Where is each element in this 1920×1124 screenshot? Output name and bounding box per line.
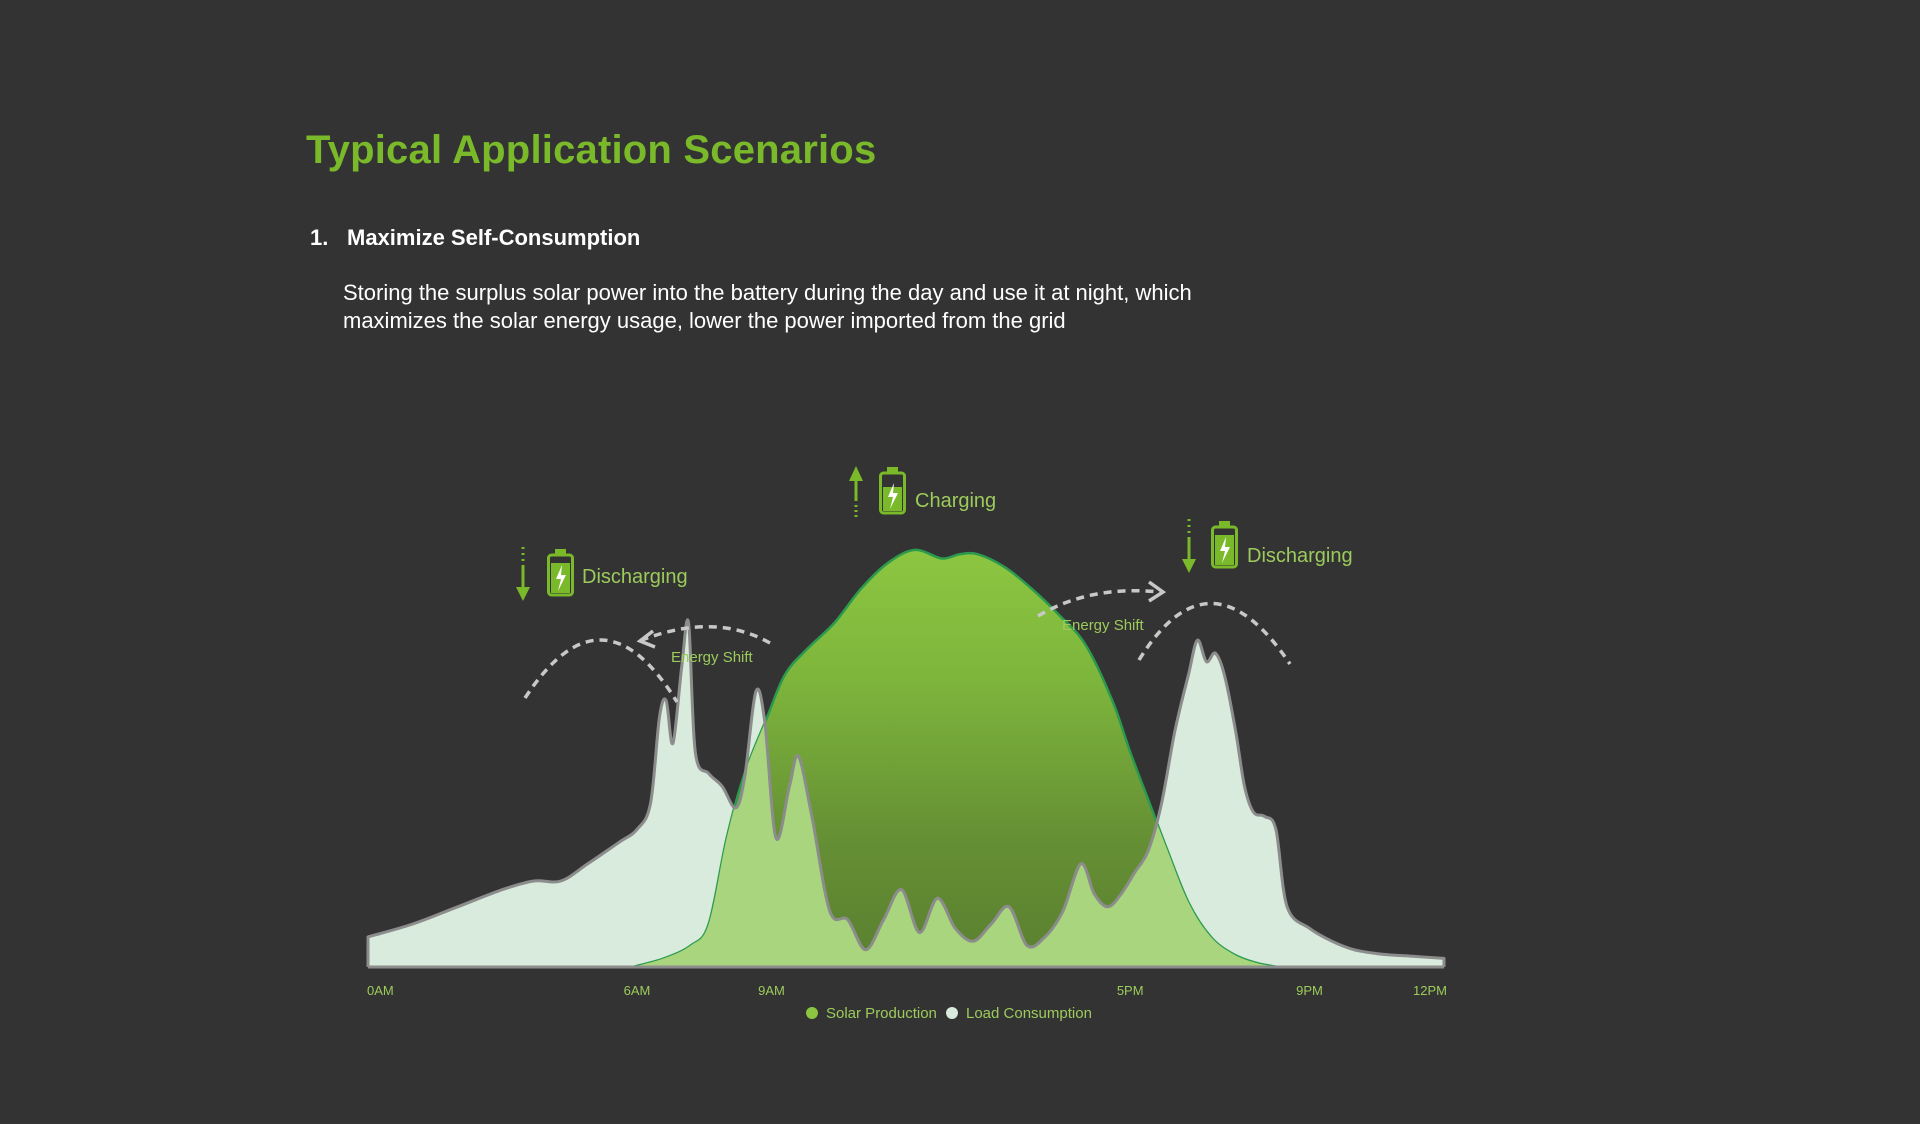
x-tick-label: 5PM (1117, 983, 1144, 998)
legend: Solar Production Load Consumption (806, 1005, 1092, 1022)
legend-label-load-consumption: Load Consumption (966, 1005, 1092, 1022)
energy-shift-right: Energy Shift (1037, 580, 1292, 665)
section-heading: 1. Maximize Self-Consumption (310, 225, 640, 251)
legend-swatch-load-consumption (946, 1007, 958, 1019)
load-consumption-line (366, 618, 1446, 967)
arrow-up-icon (849, 466, 863, 517)
plot-area (366, 548, 1446, 969)
arrow-head-left-icon (636, 629, 656, 649)
discharging-label-left: Discharging (582, 566, 688, 588)
section-description: Storing the surplus solar power into the… (343, 279, 1303, 335)
section-number: 1. (310, 225, 329, 250)
dashed-arc-right-load (1137, 601, 1292, 665)
discharging-indicator-left: Discharging (516, 547, 688, 601)
battery-discharging-icon (1211, 521, 1238, 569)
energy-shift-arrow-left (641, 625, 771, 645)
discharging-label-right: Discharging (1247, 545, 1353, 567)
x-tick-label: 12PM (1413, 983, 1447, 998)
energy-shift-left: Energy Shift (523, 625, 771, 703)
dashed-arc-left-load (523, 638, 679, 703)
x-tick-label: 6AM (624, 983, 651, 998)
arrow-down-icon (1182, 519, 1196, 573)
page-title: Typical Application Scenarios (306, 128, 877, 172)
x-tick-label: 0AM (367, 983, 394, 998)
legend-label-solar-production: Solar Production (826, 1005, 937, 1022)
charging-indicator: Charging (849, 466, 996, 517)
x-tick-label: 9AM (758, 983, 785, 998)
section-title: Maximize Self-Consumption (347, 225, 641, 250)
battery-charging-icon (879, 467, 906, 515)
energy-shift-label-right: Energy Shift (1062, 617, 1145, 634)
arrow-head-right-icon (1147, 580, 1167, 603)
discharging-indicator-right: Discharging (1182, 519, 1353, 573)
description-line-1: Storing the surplus solar power into the… (343, 280, 1192, 305)
description-line-2: maximizes the solar energy usage, lower … (343, 308, 1066, 333)
arrow-down-icon (516, 547, 530, 601)
energy-shift-arrow-right (1037, 588, 1161, 618)
legend-swatch-solar-production (806, 1007, 818, 1019)
x-axis: 0AM 6AM 9AM 5PM 9PM 12PM (367, 983, 1447, 998)
x-tick-label: 9PM (1296, 983, 1323, 998)
charging-label: Charging (915, 490, 996, 512)
energy-shift-label-left: Energy Shift (671, 649, 754, 666)
battery-discharging-icon (547, 549, 574, 597)
